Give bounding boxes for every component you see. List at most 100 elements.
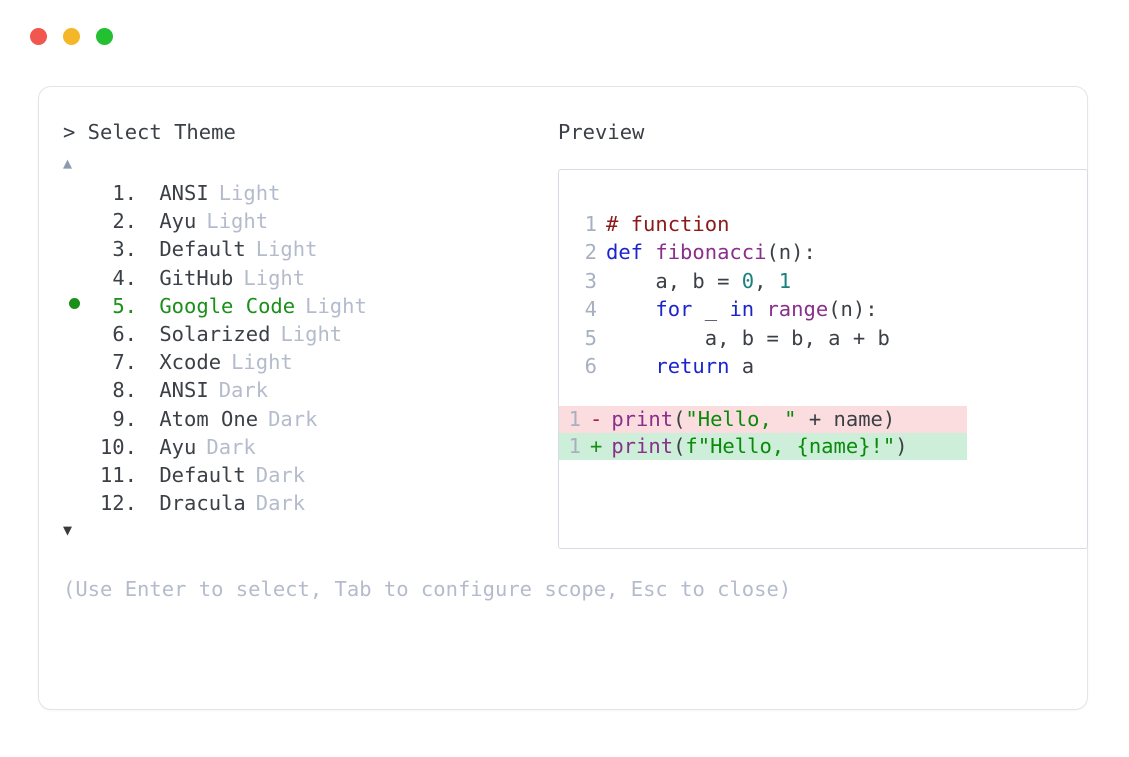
maximize-button[interactable] bbox=[96, 28, 113, 45]
theme-item-number: 3. bbox=[112, 237, 137, 262]
theme-item-name: ANSI bbox=[159, 378, 209, 403]
theme-item[interactable]: 3. Default Light bbox=[63, 235, 533, 263]
theme-item-spacer bbox=[137, 235, 159, 263]
theme-item-name: Dracula bbox=[159, 491, 246, 516]
selected-bullet-icon bbox=[69, 297, 80, 309]
window-traffic-lights bbox=[30, 28, 113, 45]
theme-item-variant: Light bbox=[305, 293, 367, 318]
theme-item-variant: Dark bbox=[268, 406, 318, 431]
theme-item-variant: Light bbox=[255, 237, 318, 262]
theme-item-name: GitHub bbox=[159, 265, 234, 290]
code-token: ( bbox=[673, 434, 686, 459]
theme-item-variant: Light bbox=[206, 209, 269, 234]
diff-minus-marker: - bbox=[590, 407, 603, 432]
theme-item[interactable]: 12. Dracula Dark bbox=[63, 489, 533, 517]
code-token: range bbox=[766, 297, 829, 322]
theme-item-variant: Light bbox=[280, 321, 343, 346]
theme-item-variant: Dark bbox=[255, 491, 306, 516]
theme-item[interactable]: 4. GitHub Light bbox=[63, 264, 533, 292]
theme-item-number: 2. bbox=[112, 209, 137, 234]
theme-item-variant: Light bbox=[218, 181, 281, 205]
minimize-button[interactable] bbox=[63, 28, 80, 45]
line-number: 4 bbox=[584, 297, 597, 322]
theme-item[interactable]: 8. ANSI Dark bbox=[63, 376, 533, 404]
code-token: print bbox=[611, 434, 674, 459]
code-token: in bbox=[729, 297, 755, 322]
diff-block: 1-print("Hello, " + name)1+print(f"Hello… bbox=[559, 406, 1087, 461]
theme-item-variant: Light bbox=[243, 265, 306, 290]
code-line: 5 a, b = b, a + b bbox=[575, 324, 1087, 352]
theme-item-number: 5. bbox=[112, 293, 137, 318]
code-line: 6 return a bbox=[575, 352, 1087, 380]
code-token: a, b = bbox=[606, 268, 742, 293]
theme-item-spacer bbox=[137, 179, 159, 207]
theme-item[interactable]: 11. Default Dark bbox=[63, 461, 533, 489]
code-token: + name) bbox=[796, 407, 896, 432]
scroll-down-icon[interactable]: ▼ bbox=[63, 521, 73, 540]
line-number: 1 bbox=[584, 212, 597, 236]
theme-item-name: Default bbox=[159, 237, 246, 262]
code-token: print bbox=[611, 407, 674, 432]
theme-item-name: ANSI bbox=[159, 181, 209, 205]
code-token bbox=[606, 295, 655, 323]
theme-item-variant: Dark bbox=[218, 378, 269, 403]
theme-item-name: Solarized bbox=[159, 321, 271, 346]
code-token bbox=[754, 295, 766, 323]
theme-item-number: 10. bbox=[99, 434, 137, 459]
code-token bbox=[606, 352, 655, 380]
close-button[interactable] bbox=[30, 28, 47, 45]
code-token: 1 bbox=[778, 268, 792, 293]
code-line: 3 a, b = 0, 1 bbox=[575, 267, 1087, 295]
code-token: ) bbox=[895, 434, 908, 459]
code-token: def bbox=[606, 240, 656, 265]
theme-item-spacer bbox=[137, 405, 159, 433]
code-token: for bbox=[655, 297, 693, 322]
code-token: "Hello, " bbox=[685, 407, 797, 432]
theme-item-spacer bbox=[137, 320, 159, 348]
theme-item-variant: Dark bbox=[255, 462, 306, 487]
line-number: 1 bbox=[568, 434, 581, 459]
code-token: a bbox=[729, 353, 755, 378]
theme-item-number: 7. bbox=[112, 350, 137, 375]
code-token: 0 bbox=[741, 268, 755, 293]
code-line: 1# function bbox=[575, 210, 1087, 238]
theme-item-number: 4. bbox=[112, 265, 137, 290]
theme-item-number: 8. bbox=[112, 378, 137, 403]
line-number: 5 bbox=[584, 325, 597, 350]
theme-item-variant: Dark bbox=[206, 434, 256, 459]
code-token: a, b = b, a + b bbox=[606, 325, 890, 350]
diff-removed-line: 1-print("Hello, " + name) bbox=[559, 406, 967, 434]
theme-item-number: 12. bbox=[99, 491, 137, 516]
theme-item-name: Default bbox=[159, 462, 246, 487]
diff-added-line: 1+print(f"Hello, {name}!") bbox=[559, 433, 967, 461]
theme-item-number: 1. bbox=[112, 181, 137, 205]
theme-item-spacer bbox=[137, 292, 159, 320]
diff-plus-marker: + bbox=[590, 434, 603, 459]
theme-item-spacer bbox=[137, 348, 159, 376]
scroll-up-icon[interactable]: ▲ bbox=[63, 154, 73, 172]
theme-item[interactable]: 1. ANSI Light bbox=[63, 179, 533, 207]
theme-item-number: 11. bbox=[99, 462, 137, 487]
theme-item[interactable]: 6. Solarized Light bbox=[63, 320, 533, 348]
theme-item-variant: Light bbox=[231, 350, 293, 375]
theme-item-spacer bbox=[137, 461, 159, 489]
line-number: 1 bbox=[568, 407, 581, 432]
code-token: ( bbox=[673, 407, 686, 432]
select-theme-prompt: > Select Theme bbox=[63, 120, 236, 144]
code-token: (n): bbox=[766, 240, 816, 265]
theme-item-spacer bbox=[137, 433, 159, 461]
theme-item-spacer bbox=[137, 264, 159, 292]
theme-item-number: 6. bbox=[112, 321, 137, 346]
